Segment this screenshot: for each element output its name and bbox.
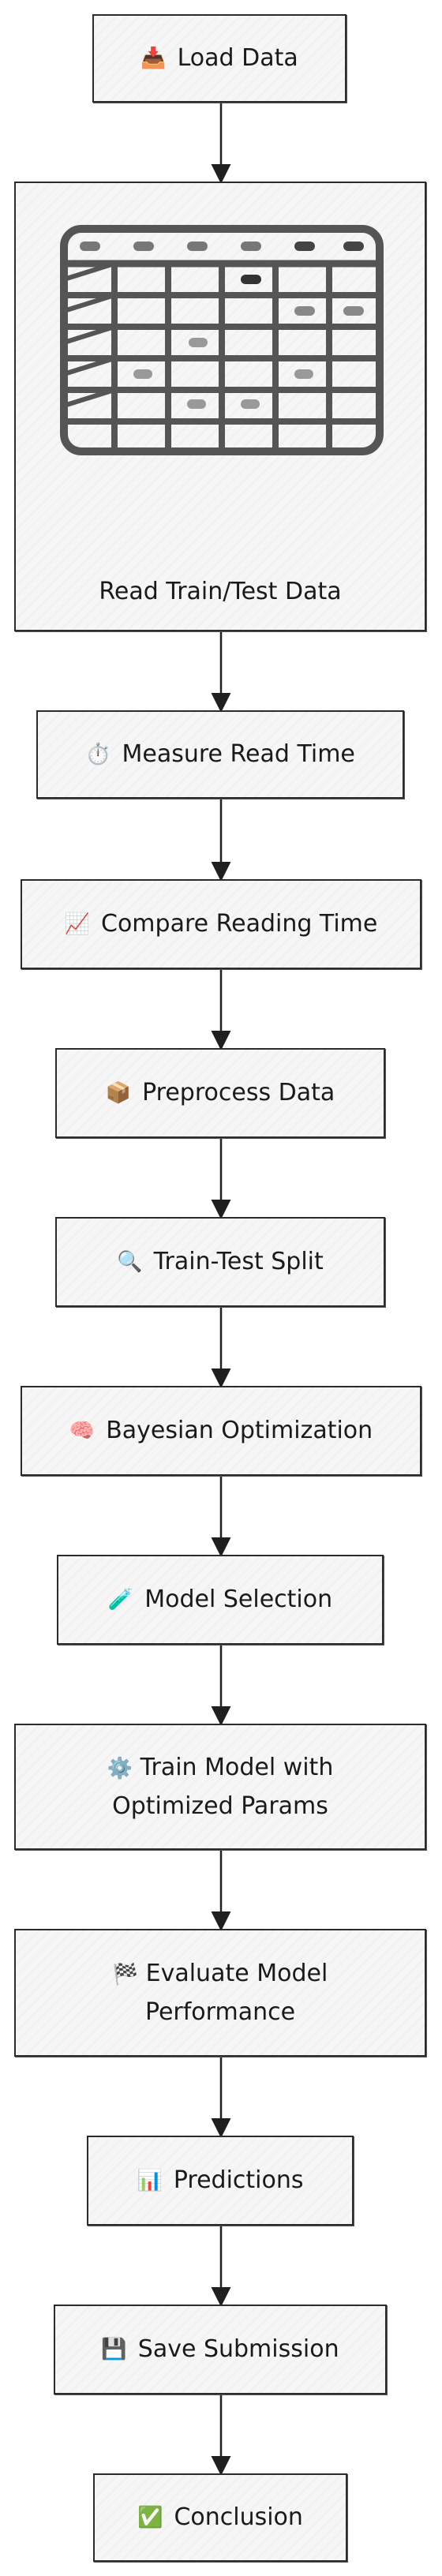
node-label: Bayesian Optimization — [106, 1417, 373, 1444]
node-bayesian-optimization: 🧠 Bayesian Optimization — [21, 1386, 421, 1476]
node-read-data: Read Train/Test Data — [14, 182, 426, 631]
floppy-disk-icon: 💾 — [101, 2338, 127, 2361]
brain-icon: 🧠 — [69, 1419, 96, 1443]
chart-increasing-icon: 📈 — [64, 912, 90, 936]
stopwatch-icon: ⏱️ — [85, 743, 111, 766]
checkered-flag-icon: 🏁 — [112, 1962, 139, 1986]
gear-icon: ⚙️ — [107, 1756, 133, 1780]
inbox-tray-icon: 📥 — [140, 47, 167, 70]
node-label: Compare Reading Time — [101, 910, 378, 938]
node-save-submission: 💾 Save Submission — [54, 2305, 387, 2394]
table-icon — [60, 225, 384, 455]
node-label-line2: Performance — [144, 1998, 296, 2026]
node-predictions: 📊 Predictions — [87, 2136, 354, 2226]
node-label: Read Train/Test Data — [99, 578, 342, 605]
check-mark-button-icon: ✅ — [137, 2506, 163, 2529]
node-label: Predictions — [173, 2166, 304, 2194]
node-compare-reading-time: 📈 Compare Reading Time — [21, 879, 421, 969]
node-label: Measure Read Time — [122, 740, 355, 768]
node-preprocess-data: 📦 Preprocess Data — [55, 1048, 385, 1138]
node-label: Model Selection — [144, 1586, 333, 1613]
node-label: Save Submission — [137, 2335, 339, 2363]
magnifier-icon: 🔍 — [117, 1250, 143, 1274]
node-conclusion: ✅ Conclusion — [93, 2473, 347, 2562]
bar-chart-icon: 📊 — [137, 2169, 163, 2192]
node-train-model: ⚙️ Train Model with Optimized Params — [14, 1724, 426, 1850]
node-train-test-split: 🔍 Train-Test Split — [55, 1217, 385, 1307]
node-label: Train-Test Split — [153, 1248, 324, 1275]
node-label: Preprocess Data — [142, 1079, 335, 1106]
node-evaluate-model: 🏁 Evaluate Model Performance — [14, 1929, 426, 2057]
node-label-line1: Evaluate Model — [145, 1959, 328, 1987]
test-tube-icon: 🧪 — [107, 1588, 134, 1612]
node-label: Load Data — [177, 44, 298, 72]
node-load-data: 📥 Load Data — [92, 14, 346, 103]
node-label-line2: Optimized Params — [112, 1792, 328, 1820]
node-model-selection: 🧪 Model Selection — [57, 1555, 384, 1645]
node-label-line1: Train Model with — [140, 1753, 334, 1781]
node-label: Conclusion — [174, 2503, 303, 2531]
package-icon: 📦 — [105, 1081, 132, 1105]
node-measure-read-time: ⏱️ Measure Read Time — [36, 710, 404, 799]
